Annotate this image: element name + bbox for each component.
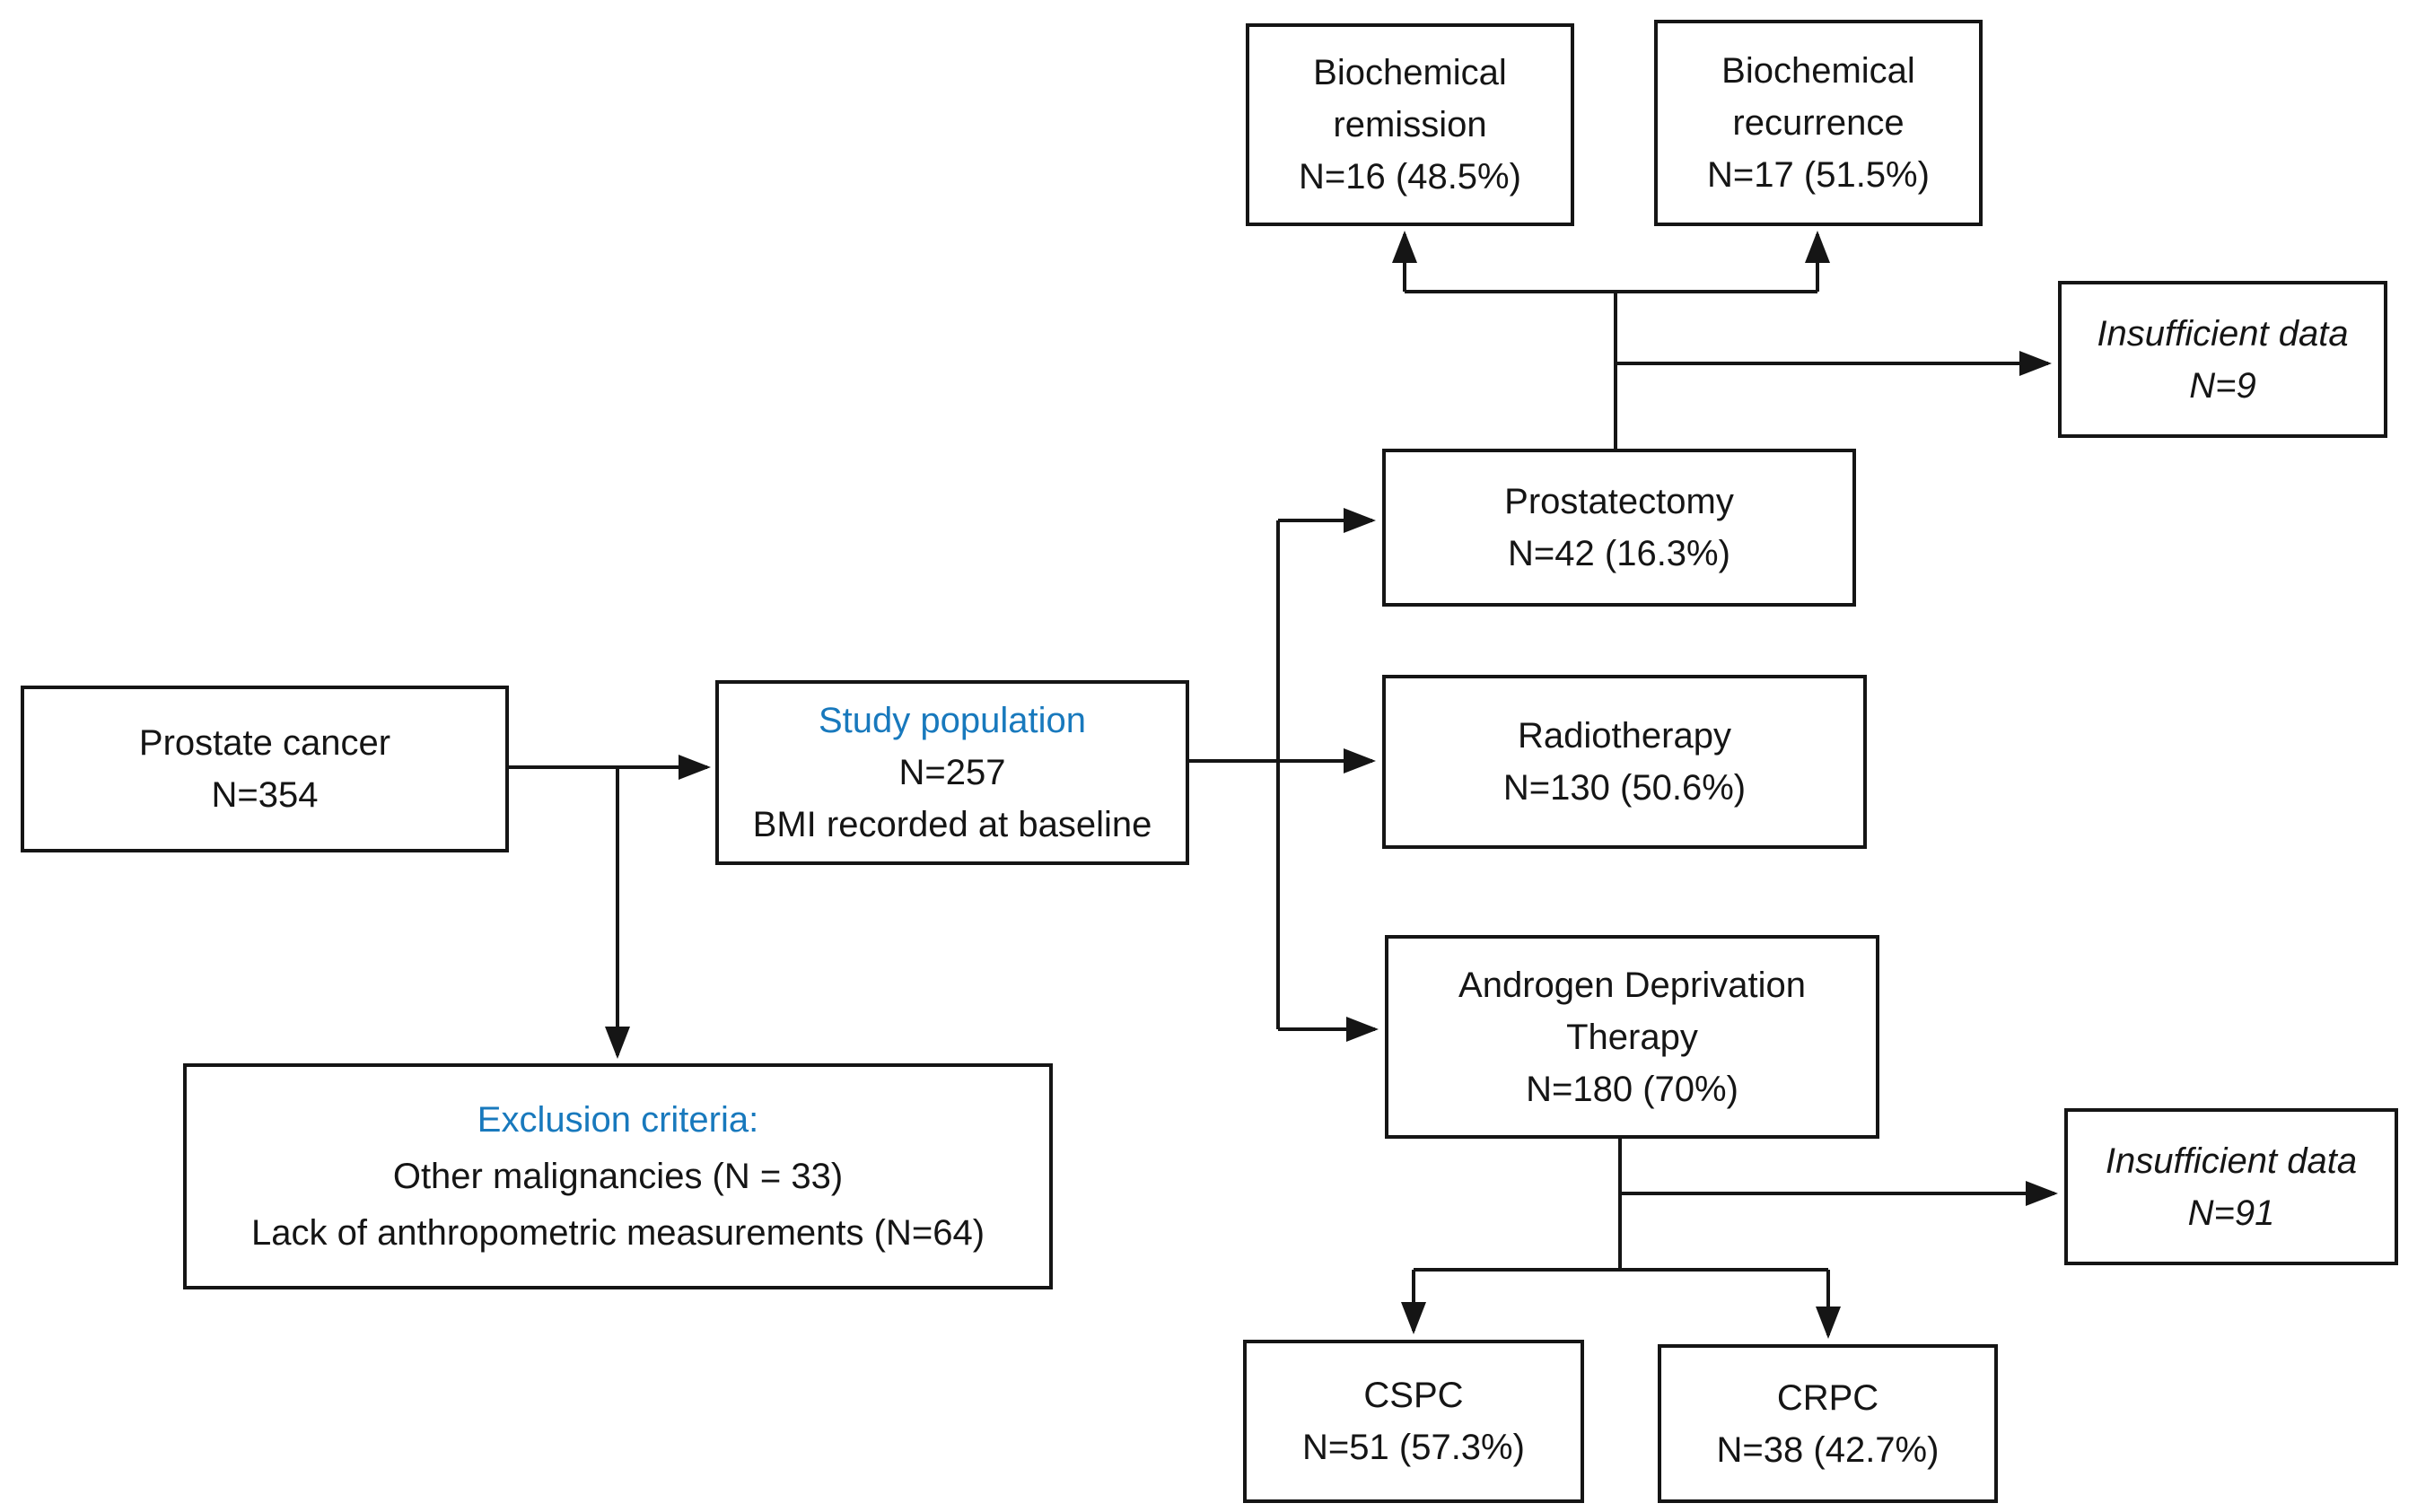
recurrence-title-line1: Biochemical — [1721, 51, 1915, 91]
exclusion-item-other-malignancies: Other malignancies (N = 33) — [392, 1156, 844, 1196]
cspc-title: CSPC — [1363, 1376, 1464, 1415]
crpc-box: CRPC N=38 (42.7%) — [1658, 1344, 1998, 1503]
prostate-cancer-box: Prostate cancer N=354 — [21, 686, 509, 852]
biochemical-remission-box: Biochemical remission N=16 (48.5%) — [1246, 23, 1574, 226]
prostatectomy-count: N=42 (16.3%) — [1508, 534, 1730, 573]
prostate-cancer-title: Prostate cancer — [138, 723, 391, 763]
study-population-count: N=257 — [898, 753, 1006, 792]
insufficient-data-prostatectomy-box: Insufficient data N=9 — [2058, 281, 2387, 438]
study-population-title: Study population — [818, 701, 1086, 740]
insufficient-9-count: N=9 — [2189, 365, 2256, 406]
biochemical-recurrence-box: Biochemical recurrence N=17 (51.5%) — [1654, 20, 1983, 226]
remission-count: N=16 (48.5%) — [1299, 157, 1521, 197]
remission-title-line2: remission — [1333, 105, 1487, 144]
adt-title-line2: Therapy — [1566, 1017, 1698, 1057]
radiotherapy-count: N=130 (50.6%) — [1502, 768, 1747, 808]
androgen-deprivation-therapy-box: Androgen Deprivation Therapy N=180 (70%) — [1385, 935, 1879, 1139]
cspc-box: CSPC N=51 (57.3%) — [1243, 1340, 1584, 1503]
prostatectomy-title: Prostatectomy — [1504, 482, 1734, 521]
prostatectomy-box: Prostatectomy N=42 (16.3%) — [1382, 449, 1856, 607]
recurrence-count: N=17 (51.5%) — [1707, 155, 1930, 195]
cspc-count: N=51 (57.3%) — [1302, 1428, 1525, 1467]
recurrence-title-line2: recurrence — [1732, 103, 1905, 143]
crpc-title: CRPC — [1776, 1377, 1879, 1418]
insufficient-91-count: N=91 — [2187, 1193, 2275, 1233]
insufficient-data-adt-box: Insufficient data N=91 — [2064, 1108, 2398, 1265]
insufficient-91-title: Insufficient data — [2105, 1141, 2358, 1181]
crpc-count: N=38 (42.7%) — [1716, 1429, 1940, 1470]
study-population-note: BMI recorded at baseline — [752, 805, 1152, 844]
exclusion-item-lack-anthropometric: Lack of anthropometric measurements (N=6… — [250, 1212, 985, 1253]
study-population-box: Study population N=257 BMI recorded at b… — [715, 680, 1189, 865]
radiotherapy-title: Radiotherapy — [1518, 716, 1731, 756]
remission-title-line1: Biochemical — [1313, 53, 1507, 92]
exclusion-criteria-box: Exclusion criteria: Other malignancies (… — [183, 1063, 1053, 1289]
insufficient-9-title: Insufficient data — [2097, 313, 2349, 354]
adt-count: N=180 (70%) — [1526, 1069, 1738, 1109]
exclusion-criteria-title: Exclusion criteria: — [477, 1099, 759, 1140]
radiotherapy-box: Radiotherapy N=130 (50.6%) — [1382, 675, 1867, 849]
prostate-cancer-count: N=354 — [211, 775, 319, 815]
adt-title-line1: Androgen Deprivation — [1458, 965, 1806, 1005]
